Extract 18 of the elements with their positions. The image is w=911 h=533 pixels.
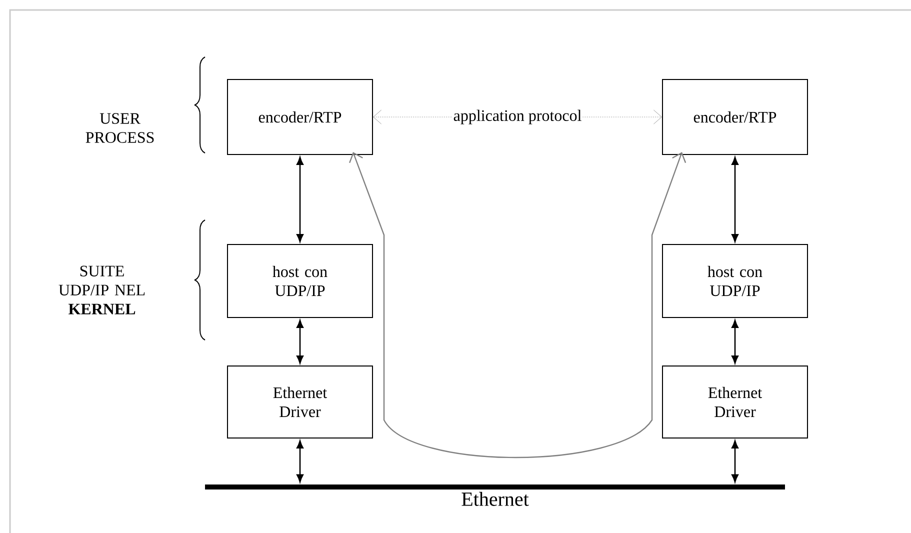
arrow	[296, 440, 304, 482]
layer-box: encoder/RTP	[662, 79, 808, 155]
layer-box: host con UDP/IP	[662, 244, 808, 318]
layer-box: Ethernet Driver	[662, 366, 808, 438]
arrow	[296, 320, 304, 364]
arrow	[732, 320, 738, 364]
arrow	[732, 156, 738, 242]
node-label: Ethernet	[462, 492, 529, 506]
arrow	[296, 156, 304, 242]
layer-box: Ethernet Driver	[227, 366, 373, 438]
layer-label: USER PROCESS	[86, 113, 154, 143]
edge-label: application protocol	[452, 108, 583, 126]
network-bus: Ethernet	[205, 484, 785, 506]
layer-box: encoder/RTP	[227, 79, 373, 155]
arrow	[732, 440, 738, 482]
arrow	[349, 152, 686, 458]
layer-label: SUITE UDP/IP NEL KERNEL	[58, 266, 145, 314]
layer-box: host con UDP/IP	[227, 244, 373, 318]
